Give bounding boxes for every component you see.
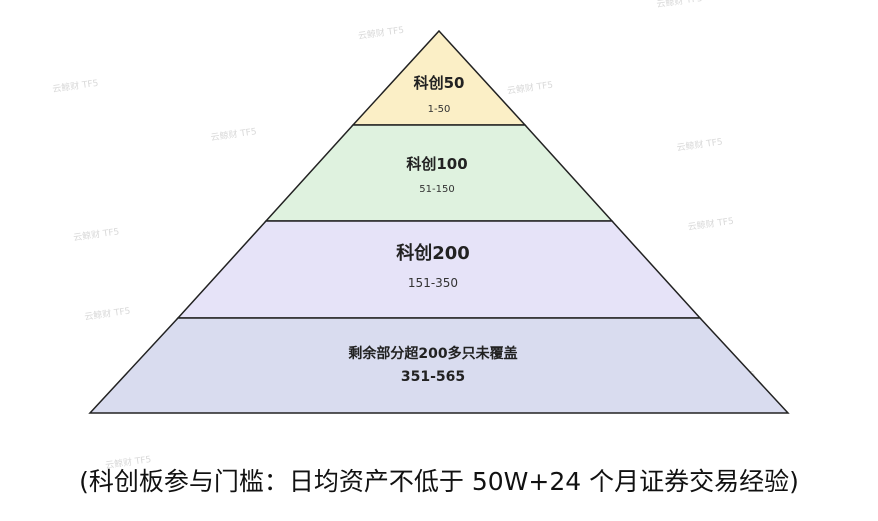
watermark: 云鲸财 TF5 bbox=[210, 125, 257, 143]
watermark: 云鲸财 TF5 bbox=[506, 78, 553, 96]
tier-kechuang200-range: 151-350 bbox=[408, 276, 458, 290]
watermark: 云鲸财 TF5 bbox=[72, 225, 119, 243]
watermark: 云鲸财 TF5 bbox=[357, 24, 404, 42]
tier-kechuang200-band bbox=[176, 220, 702, 319]
watermark: 云鲸财 TF5 bbox=[52, 77, 99, 95]
tier-remaining-band bbox=[88, 317, 790, 414]
tier-kechuang200-name: 科创200 bbox=[396, 242, 470, 264]
watermark: 云鲸财 TF5 bbox=[676, 135, 723, 153]
tier-remaining-name: 剩余部分超200多只未覆盖 bbox=[348, 345, 517, 362]
threshold-caption: (科创板参与门槛：日均资产不低于 50W+24 个月证券交易经验) bbox=[79, 467, 799, 496]
tier-kechuang50-range: 1-50 bbox=[428, 104, 451, 115]
tier-kechuang100-band bbox=[264, 124, 614, 222]
watermark: 云鲸财 TF5 bbox=[84, 305, 131, 323]
watermark: 云鲸财 TF5 bbox=[687, 215, 734, 233]
watermark: 云鲸财 TF5 bbox=[656, 0, 703, 10]
tier-remaining-range: 351-565 bbox=[401, 369, 465, 385]
tier-kechuang100-name: 科创100 bbox=[406, 155, 467, 173]
tier-kechuang50-name: 科创50 bbox=[414, 74, 465, 92]
tier-kechuang100-range: 51-150 bbox=[419, 184, 454, 195]
